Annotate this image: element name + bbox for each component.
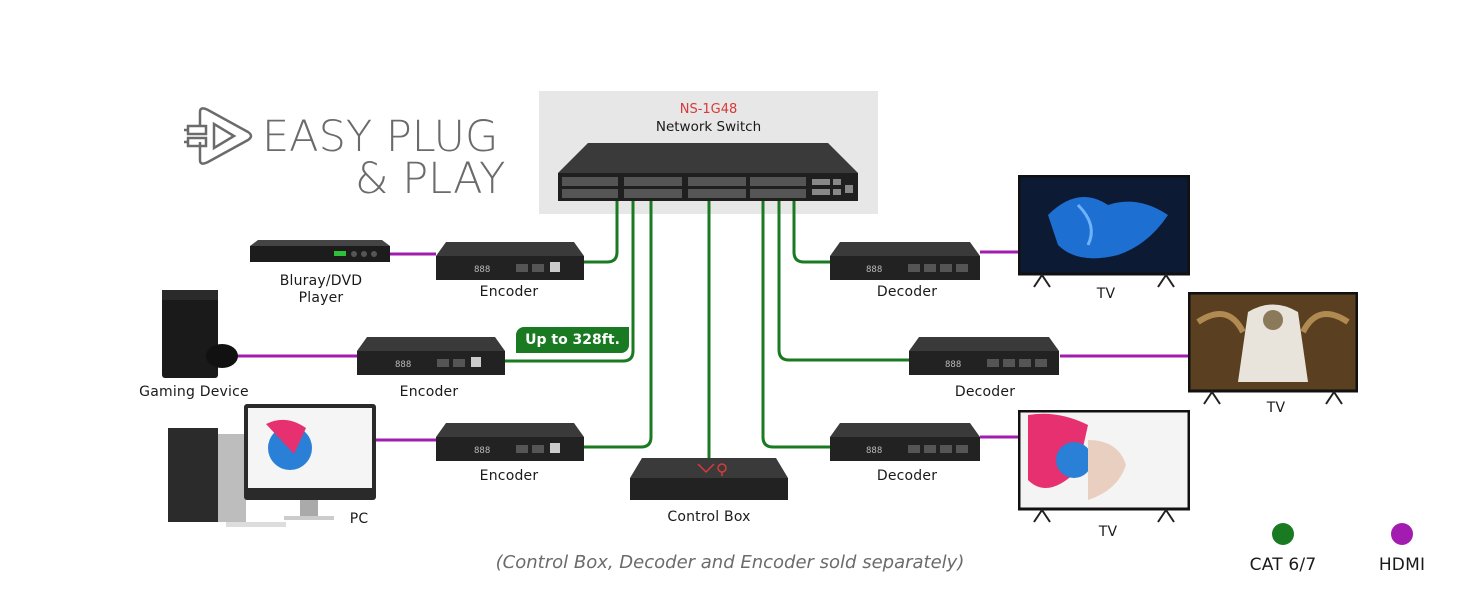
decoder-label-1: Decoder <box>876 284 938 300</box>
encoder-label-1: Encoder <box>479 284 539 300</box>
encoder-label-3: Encoder <box>479 468 539 484</box>
cat-cable-encoder-3 <box>584 200 653 449</box>
svg-text:888: 888 <box>474 265 490 275</box>
svg-text:888: 888 <box>945 360 961 370</box>
legend-hdmi-label: HDMI <box>1378 555 1426 575</box>
tv-label-2: TV <box>1266 400 1286 416</box>
plug-play-icon <box>184 107 253 165</box>
cat-cable-encoder-2 <box>504 200 635 363</box>
encoder-device-2: 888 <box>357 337 505 375</box>
decoder-device-1: 888 <box>830 242 980 280</box>
svg-text:888: 888 <box>866 265 882 275</box>
network-switch <box>558 143 858 201</box>
legend-cat-label: CAT 6/7 <box>1249 555 1317 575</box>
decoder-device-2: 888 <box>909 337 1059 375</box>
source-label-bluray-2: Player <box>298 290 344 306</box>
bluray-player-icon <box>250 240 390 262</box>
decoder-label-2: Decoder <box>954 384 1016 400</box>
decoder-device-3: 888 <box>830 423 980 461</box>
tv-display-3 <box>1018 410 1190 523</box>
cat-cable-decoder-2 <box>777 200 910 362</box>
tv-display-1 <box>1018 175 1190 288</box>
switch-name: Network Switch <box>655 119 762 135</box>
source-label-pc: PC <box>349 511 369 527</box>
brand-line-1: EASY PLUG <box>262 112 499 162</box>
footnote: (Control Box, Decoder and Encoder sold s… <box>495 552 965 573</box>
encoder-device-3: 888 <box>436 423 584 461</box>
encoder-label-2: Encoder <box>399 384 459 400</box>
switch-model: NS-1G48 <box>679 102 738 117</box>
svg-text:888: 888 <box>866 446 882 456</box>
control-box-label: Control Box <box>667 509 751 525</box>
legend-cat-dot <box>1272 523 1294 545</box>
cat-cable-encoder-1 <box>584 200 619 264</box>
source-label-gaming: Gaming Device <box>139 384 249 400</box>
source-label-bluray: Bluray/DVD <box>279 273 363 289</box>
brand-line-2: & PLAY <box>355 154 506 204</box>
encoder-device-1: 888 <box>436 242 584 280</box>
svg-text:888: 888 <box>474 446 490 456</box>
distance-badge: Up to 328ft. <box>516 327 629 353</box>
svg-text:888: 888 <box>395 360 411 370</box>
cat-cable-decoder-1 <box>792 200 830 264</box>
game-console-icon <box>162 290 238 378</box>
control-box-device <box>630 458 788 500</box>
tv-label-3: TV <box>1098 524 1118 540</box>
decoder-label-3: Decoder <box>876 468 938 484</box>
tv-label-1: TV <box>1096 286 1116 302</box>
cat-cable-decoder-3 <box>761 200 830 449</box>
tv-display-2 <box>1188 292 1358 405</box>
legend-hdmi-dot <box>1391 523 1413 545</box>
pc-icon <box>168 404 376 527</box>
